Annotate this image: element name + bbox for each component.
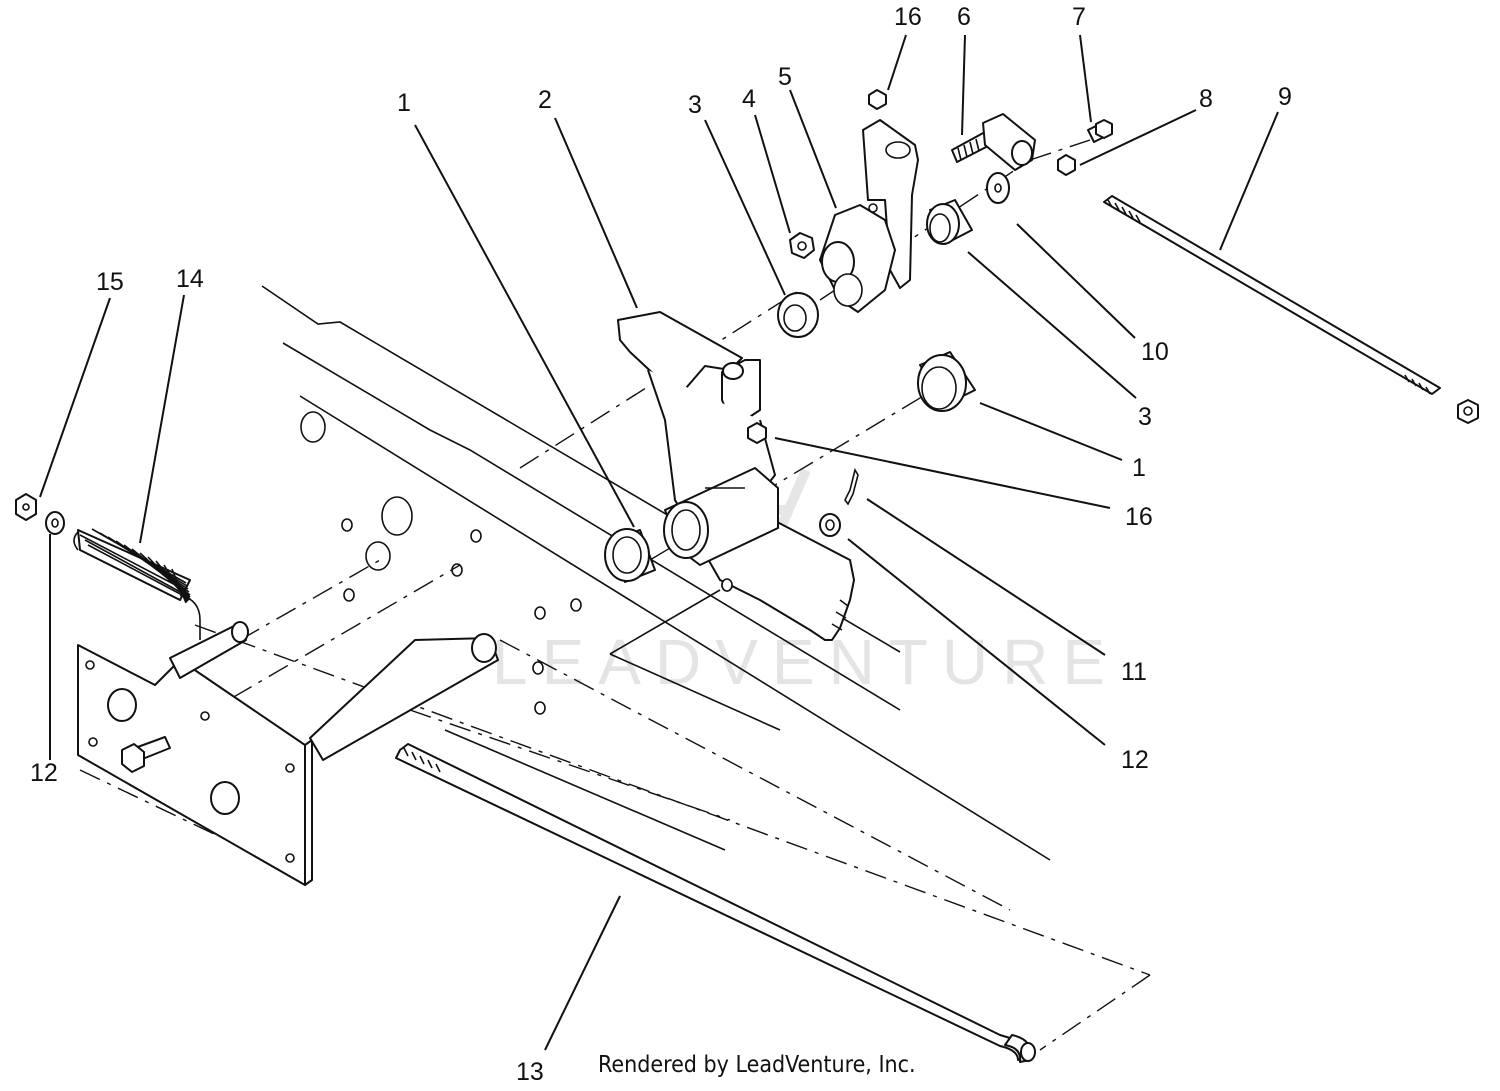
callout-14: 14	[176, 265, 204, 293]
callout-2: 2	[538, 86, 552, 114]
callout-11: 11	[1121, 658, 1147, 686]
callout-15: 15	[96, 268, 124, 296]
callout-12: 12	[1121, 746, 1149, 774]
bushing	[604, 528, 656, 583]
callout-6: 6	[957, 3, 971, 31]
nut	[1057, 154, 1076, 176]
linkage-rod	[395, 743, 1036, 1063]
pivot-tube	[663, 467, 779, 566]
callout-1: 1	[397, 89, 411, 117]
frame-hole	[451, 563, 463, 577]
frame-hole	[570, 598, 582, 612]
swivel-block	[982, 113, 1036, 171]
callout-10: 10	[1141, 338, 1169, 366]
nut	[868, 89, 887, 110]
bolt	[1087, 119, 1113, 143]
control-rod	[1103, 195, 1479, 424]
callout-5: 5	[778, 63, 792, 91]
callout-12: 12	[30, 759, 58, 787]
callout-9: 9	[1278, 83, 1292, 111]
frame-hole	[534, 701, 546, 715]
frame-hole	[532, 661, 544, 675]
callout-13: 13	[516, 1058, 544, 1086]
frame-hole	[341, 518, 353, 532]
callout-16: 16	[894, 3, 922, 31]
callout-labels: 16 6 7 5 4 3 8 9 1 2 10 3 1 16 15 14 11 …	[30, 3, 1292, 1086]
frame-hole	[534, 606, 546, 620]
callout-3: 3	[1138, 403, 1152, 431]
spring	[73, 528, 201, 640]
bushing	[917, 351, 976, 412]
frame-hole	[470, 529, 482, 543]
plate-stud	[210, 781, 240, 815]
bushing	[926, 199, 973, 245]
leader-lines	[39, 34, 1279, 1051]
callout-1: 1	[1132, 454, 1146, 482]
hairpin-clip	[844, 467, 859, 506]
callout-4: 4	[742, 85, 756, 113]
frame-hole	[343, 588, 355, 602]
callout-16: 16	[1125, 503, 1153, 531]
frame-hole	[381, 496, 413, 536]
assembly-axis-lines	[79, 139, 1151, 1051]
mounting-plate	[77, 621, 499, 886]
callout-8: 8	[1199, 85, 1213, 113]
frame-rail	[261, 285, 1051, 861]
bushing	[777, 292, 819, 338]
frame-hole	[365, 541, 391, 571]
nut	[747, 422, 767, 444]
callout-7: 7	[1072, 3, 1086, 31]
frame-hole	[300, 411, 326, 443]
watermark-text: LEADVENTURE	[492, 626, 1119, 698]
plate-stud	[107, 688, 137, 722]
callout-3: 3	[688, 91, 702, 119]
footer-credit: Rendered by LeadVenture, Inc.	[598, 1052, 916, 1078]
bracket-assembly	[819, 119, 919, 313]
